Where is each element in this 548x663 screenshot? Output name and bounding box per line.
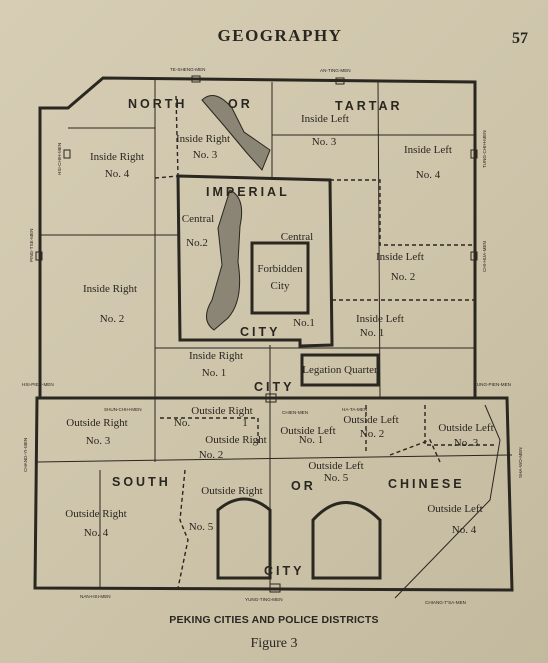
district-grid [36, 80, 513, 588]
gate-sha-wo: SHA-WO-MEN [518, 447, 523, 478]
gate-te-sheng: TE-SHENG-MEN [170, 67, 205, 72]
district-inside-left-4-line2: No. 4 [416, 169, 441, 181]
district-inside-right-3-line2: No. 3 [193, 149, 218, 161]
label-north: NORTH [128, 97, 187, 111]
forbidden-city-wall [250, 241, 310, 315]
district-outside-right-4-line1: Outside Right [65, 508, 126, 520]
district-inside-left-1-line2: No. 1 [360, 327, 384, 339]
district-outside-left-4-line2: No. 4 [452, 524, 477, 536]
district-outside-left-2-line2: No. 2 [360, 428, 384, 440]
district-central-1-line1: Central [281, 231, 313, 243]
district-central-2-line1: Central [182, 213, 214, 225]
district-inside-right-2-line2: No. 2 [100, 313, 124, 325]
gate-chiang-tsa: CHIANG-T'SA-MEN [425, 600, 466, 605]
district-inside-right-3-line1: Inside Right [176, 133, 230, 145]
label-or-2: OR [291, 479, 316, 493]
page-title: GEOGRAPHY [217, 26, 343, 45]
district-outside-right-3-line2: No. 3 [86, 435, 111, 447]
label-south: SOUTH [112, 475, 171, 489]
district-outside-right-3-line1: Outside Right [66, 417, 127, 429]
district-inside-right-2-line1: Inside Right [83, 283, 137, 295]
police-boundaries [154, 95, 501, 599]
district-outside-right-1-line3: 1 [242, 417, 248, 429]
gate-chang-yi: CHANG-YI-MEN [23, 438, 28, 472]
tartar-city-wall [38, 76, 477, 400]
district-inside-left-3-line1: Inside Left [301, 113, 349, 125]
district-forbidden-city-line1: Forbidden [257, 263, 303, 275]
district-outside-right-2-line2: No. 2 [199, 449, 223, 461]
gate-tung-chih: TUNG-CHIH-MEN [482, 130, 487, 168]
district-outside-left-2-line1: Outside Left [343, 414, 398, 426]
district-central-2-line2: No.2 [186, 237, 208, 249]
chinese-city-wall [33, 396, 514, 592]
temple-of-agriculture [216, 497, 272, 580]
gate-ha-ta: HA-TA-MEN [342, 407, 367, 412]
gate-an-ting: AN-TING-MEN [320, 68, 351, 73]
district-forbidden-city-line2: City [271, 280, 290, 292]
district-outside-right-5-line1: Outside Right [201, 485, 262, 497]
label-chinese: CHINESE [388, 477, 465, 491]
district-inside-left-3-line2: No. 3 [312, 136, 337, 148]
district-legation-quarter: Legation Quarter [302, 364, 378, 376]
district-outside-right-1-line1: Outside Right [191, 405, 252, 417]
district-inside-left-4-line1: Inside Left [404, 144, 452, 156]
legation-quarter-wall [300, 353, 380, 387]
gate-chi-hua: CHI-HUA-MEN [482, 241, 487, 272]
central-lakes [206, 189, 243, 331]
district-outside-left-1-line1: Outside Left [280, 425, 335, 437]
gate-tung-pien: TUNG-PIEN-MEN [474, 382, 511, 387]
label-imperial: IMPERIAL [206, 185, 290, 199]
district-outside-right-1-line2: No. [174, 417, 190, 429]
district-inside-right-1-line2: No. 1 [202, 367, 226, 379]
district-central-1-line2: No.1 [293, 317, 315, 329]
district-inside-left-2-line2: No. 2 [391, 271, 415, 283]
gate-marks [35, 75, 478, 593]
district-inside-right-4-line1: Inside Right [90, 151, 144, 163]
label-or-1: OR [228, 97, 253, 111]
temple-of-heaven [311, 501, 382, 580]
label-tartar: TARTAR [335, 99, 403, 113]
district-outside-left-1-line2: No. 1 [299, 434, 323, 446]
label-city-2: CITY [254, 380, 294, 394]
map-caption: PEKING CITIES AND POLICE DISTRICTS [169, 614, 379, 626]
district-outside-right-2-line1: Outside Right [205, 434, 266, 446]
district-outside-right-4-line2: No. 4 [84, 527, 109, 539]
label-city-1: CITY [240, 325, 280, 339]
north-lakes [201, 95, 271, 171]
gate-nan-hsi: NAN-HSI-MEN [80, 594, 111, 599]
district-inside-left-1-line1: Inside Left [356, 313, 404, 325]
district-inside-left-2-line1: Inside Left [376, 251, 424, 263]
district-inside-right-1-line1: Inside Right [189, 350, 243, 362]
gate-chien: CHIEN-MEN [282, 410, 308, 415]
gate-yung-ting: YUNG-TING-MEN [245, 597, 283, 602]
district-outside-left-3-line1: Outside Left [438, 422, 493, 434]
figure-label: Figure 3 [250, 636, 298, 651]
gate-shun-chih: SHUN-CHIH-MEN [104, 407, 142, 412]
district-inside-right-4-line2: No. 4 [105, 168, 130, 180]
gate-hsi-pien: HSI-PIEN-MEN [22, 382, 54, 387]
district-outside-left-5-line1: Outside Left [308, 460, 363, 472]
district-outside-left-4-line1: Outside Left [427, 503, 482, 515]
district-outside-left-5-line2: No. 5 [324, 472, 349, 484]
gate-hsi-chih: HSI-CHIH-MEN [57, 143, 62, 175]
page-number: 57 [512, 30, 528, 47]
district-outside-left-3-line2: No. 3 [454, 437, 479, 449]
label-city-3: CITY [264, 564, 304, 578]
district-outside-right-5-line2: No. 5 [189, 521, 214, 533]
gate-ping-tse: PING-TSE-MEN [29, 229, 34, 262]
